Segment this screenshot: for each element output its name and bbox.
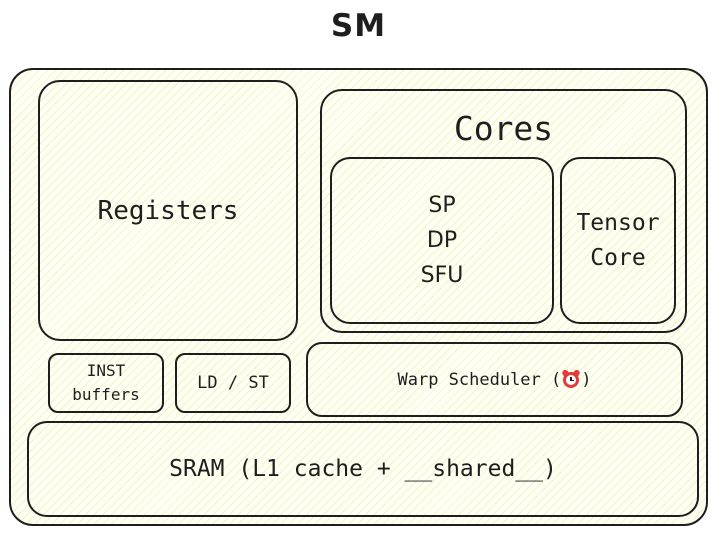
sfu-label: SFU <box>420 263 464 288</box>
cores-title: Cores <box>453 109 554 148</box>
ld-st-box: LD / ST <box>175 353 291 413</box>
alarm-clock-icon <box>561 368 582 388</box>
warp-scheduler-text: Warp Scheduler ( <box>397 369 562 390</box>
sp-label: SP <box>428 193 456 218</box>
tensor-label-line1: Tensor <box>576 209 660 236</box>
warp-scheduler-close-paren: ) <box>581 369 592 390</box>
warp-scheduler-box: Warp Scheduler () <box>306 342 683 417</box>
inst-label-line2: buffers <box>72 385 140 404</box>
inst-label-line1: INST <box>86 361 126 380</box>
warp-scheduler-label: Warp Scheduler () <box>397 368 592 390</box>
tensor-core-box: Tensor Core <box>560 157 676 324</box>
registers-label: Registers <box>97 195 239 226</box>
inst-buffers-box: INST buffers <box>48 353 164 413</box>
ld-st-label: LD / ST <box>197 373 269 393</box>
diagram-title: SM <box>330 8 387 44</box>
sram-label: SRAM (L1 cache + __shared__) <box>169 456 557 482</box>
dp-label: DP <box>426 228 458 253</box>
sram-box: SRAM (L1 cache + __shared__) <box>27 421 699 517</box>
core-units-box: SP DP SFU <box>330 157 554 324</box>
tensor-label-line2: Core <box>590 244 646 271</box>
registers-box: Registers <box>38 80 298 341</box>
